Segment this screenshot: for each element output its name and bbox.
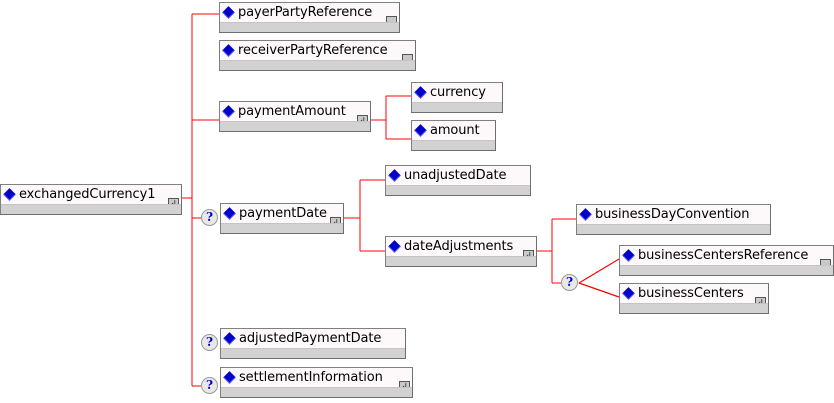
- node-type-strip: [221, 388, 412, 397]
- node-header: businessDayConvention: [577, 205, 770, 225]
- node-label: paymentDate: [239, 206, 327, 221]
- node-header: paymentDate ↲: [221, 204, 343, 224]
- node-type-strip: [386, 257, 536, 266]
- blue-diamond-element-icon: [388, 169, 401, 182]
- blue-diamond-element-icon: [223, 371, 236, 384]
- node-header: businessCenters ↲: [620, 284, 768, 304]
- blue-diamond-element-icon: [388, 240, 401, 253]
- node-header: settlementInformation ↲: [221, 368, 412, 388]
- node-payerPartyReference[interactable]: payerPartyReference: [219, 2, 400, 33]
- expand-button[interactable]: ↲: [399, 381, 410, 387]
- occurrence-marker-adjustedPaymentDate[interactable]: ?: [201, 334, 218, 351]
- node-type-strip: [220, 122, 370, 131]
- node-header: receiverPartyReference: [220, 41, 415, 61]
- node-label: receiverPartyReference: [238, 43, 388, 58]
- node-type-strip: [412, 103, 502, 112]
- expand-button[interactable]: ↲: [330, 217, 341, 223]
- node-header: payerPartyReference: [220, 3, 399, 23]
- blue-diamond-element-icon: [579, 208, 592, 221]
- blue-diamond-element-icon: [222, 105, 235, 118]
- node-amount[interactable]: amount: [411, 120, 496, 151]
- blue-diamond-element-icon: [622, 287, 635, 300]
- node-type-strip: [220, 61, 415, 70]
- node-label: unadjustedDate: [404, 168, 507, 183]
- node-type-strip: [221, 349, 405, 358]
- node-label: payerPartyReference: [238, 5, 373, 20]
- node-type-strip: [220, 23, 399, 32]
- blue-diamond-element-icon: [222, 44, 235, 57]
- node-type-strip: [412, 141, 495, 150]
- node-label: dateAdjustments: [404, 239, 514, 254]
- blue-diamond-element-icon: [622, 249, 635, 262]
- type-indicator-button[interactable]: [402, 54, 413, 60]
- node-header: paymentAmount ↲: [220, 102, 370, 122]
- node-type-strip: [386, 186, 530, 195]
- node-header: currency: [412, 83, 502, 103]
- node-header: adjustedPaymentDate: [221, 329, 405, 349]
- node-currency[interactable]: currency: [411, 82, 503, 113]
- node-label: amount: [430, 123, 480, 138]
- blue-diamond-element-icon: [414, 124, 427, 137]
- connector-to-businessCentersReference: [578, 258, 620, 284]
- node-label: businessDayConvention: [595, 207, 750, 222]
- occurrence-marker-settlementInformation[interactable]: ?: [201, 377, 218, 394]
- blue-diamond-element-icon: [222, 6, 235, 19]
- node-businessCentersReference[interactable]: businessCentersReference: [619, 245, 834, 276]
- node-exchangedCurrency1[interactable]: exchangedCurrency1 ↲: [0, 184, 182, 215]
- node-label: currency: [430, 85, 486, 100]
- occurrence-marker-paymentDate[interactable]: ?: [201, 209, 218, 226]
- expand-button[interactable]: ↲: [523, 250, 534, 256]
- node-type-strip: [221, 224, 343, 233]
- node-label: settlementInformation: [239, 370, 383, 385]
- expand-button[interactable]: ↲: [357, 115, 368, 121]
- node-label: adjustedPaymentDate: [239, 331, 382, 346]
- node-label: exchangedCurrency1: [19, 187, 156, 202]
- node-paymentAmount[interactable]: paymentAmount ↲: [219, 101, 371, 132]
- type-indicator-button[interactable]: [820, 259, 831, 265]
- node-label: paymentAmount: [238, 104, 346, 119]
- node-header: businessCentersReference: [620, 246, 833, 266]
- blue-diamond-element-icon: [223, 332, 236, 345]
- node-header: dateAdjustments ↲: [386, 237, 536, 257]
- node-header: unadjustedDate: [386, 166, 530, 186]
- node-paymentDate[interactable]: paymentDate ↲: [220, 203, 344, 234]
- connector-to-businessCenters: [578, 282, 620, 298]
- node-receiverPartyReference[interactable]: receiverPartyReference: [219, 40, 416, 71]
- blue-diamond-element-icon: [414, 86, 427, 99]
- node-settlementInformation[interactable]: settlementInformation ↲: [220, 367, 413, 398]
- node-header: exchangedCurrency1 ↲: [1, 185, 181, 205]
- node-header: amount: [412, 121, 495, 141]
- expand-button[interactable]: ↲: [168, 198, 179, 204]
- expand-button[interactable]: ↲: [755, 297, 766, 303]
- node-adjustedPaymentDate[interactable]: adjustedPaymentDate: [220, 328, 406, 359]
- blue-diamond-element-icon: [223, 207, 236, 220]
- node-type-strip: [1, 205, 181, 214]
- node-type-strip: [620, 304, 768, 313]
- node-businessDayConvention[interactable]: businessDayConvention: [576, 204, 771, 235]
- node-label: businessCentersReference: [638, 248, 809, 263]
- node-type-strip: [620, 266, 833, 275]
- node-label: businessCenters: [638, 286, 744, 301]
- occurrence-marker-businessCenters-choice[interactable]: ?: [561, 274, 578, 291]
- node-dateAdjustments[interactable]: dateAdjustments ↲: [385, 236, 537, 267]
- node-unadjustedDate[interactable]: unadjustedDate: [385, 165, 531, 196]
- node-businessCenters[interactable]: businessCenters ↲: [619, 283, 769, 314]
- type-indicator-button[interactable]: [386, 16, 397, 22]
- blue-diamond-element-icon: [3, 188, 16, 201]
- node-type-strip: [577, 225, 770, 234]
